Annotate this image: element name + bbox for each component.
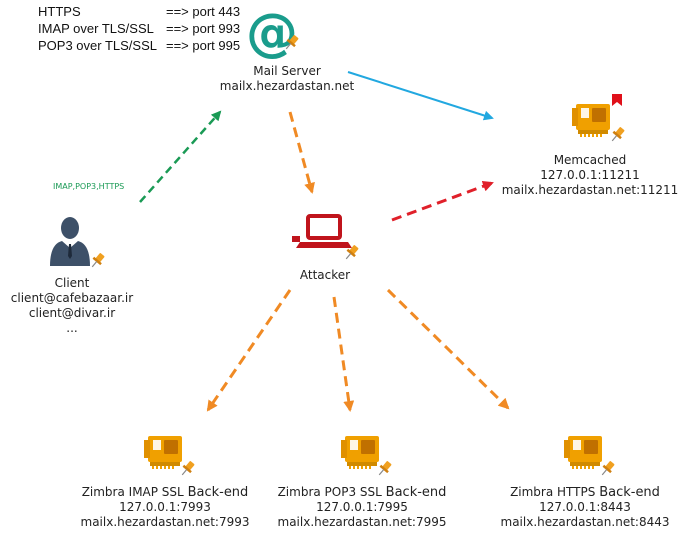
mail-server-title: Mail Server [253, 64, 321, 78]
pop3-backend-label: Zimbra POP3 SSL Back-end 127.0.0.1:7995 … [278, 485, 447, 530]
legend-row-imap: IMAP over TLS/SSL ==> port 993 [38, 21, 240, 36]
pin-icon [285, 35, 299, 50]
client-email-2: client@divar.ir [28, 306, 116, 320]
pop3-backend-addr: 127.0.0.1:7995 [316, 500, 408, 514]
network-card-icon [564, 436, 615, 476]
pop3-backend-role: Back-end [385, 485, 447, 500]
network-card-icon [572, 94, 625, 142]
edge-label-client-protocols: IMAP,POP3,HTTPS [53, 182, 125, 191]
pop3-backend-title: Zimbra POP3 SSL [277, 485, 382, 499]
edge-attacker-to-imap [206, 289, 292, 412]
edge-attacker-to-pop3 [332, 296, 355, 412]
network-card-icon [144, 436, 195, 476]
imap-backend-role: Back-end [187, 485, 249, 500]
pin-icon [611, 127, 625, 142]
mail-server-label: Mail Server mailx.hezardastan.net [220, 64, 354, 94]
user-icon [50, 217, 105, 268]
memcached-label: Memcached 127.0.0.1:11211 mailx.hezardas… [502, 153, 679, 198]
imap-backend-title: Zimbra IMAP SSL [81, 485, 184, 499]
imap-backend-host: mailx.hezardastan.net:7993 [80, 515, 250, 529]
attacker-label: Attacker [300, 268, 350, 283]
mail-server-host: mailx.hezardastan.net [219, 79, 355, 93]
edge-client-to-server [139, 110, 222, 203]
client-title: Client [54, 276, 90, 290]
legend-protocol: IMAP over TLS/SSL [38, 21, 154, 36]
pin-icon [601, 461, 615, 476]
legend-port: ==> port 993 [166, 21, 241, 36]
edge-attacker-to-https [386, 288, 510, 410]
pin-icon [378, 461, 392, 476]
pin-icon [91, 253, 105, 268]
client-label: Client client@cafebazaar.ir client@divar… [11, 276, 133, 336]
client-more: ... [66, 321, 78, 335]
network-card-icon [341, 436, 392, 476]
pop3-backend-host: mailx.hezardastan.net:7995 [277, 515, 447, 529]
edge-server-to-attacker [288, 111, 315, 194]
edge-attacker-to-memcached [391, 180, 494, 222]
client-email-1: client@cafebazaar.ir [10, 291, 134, 305]
pin-icon [345, 245, 359, 260]
legend-protocol: POP3 over TLS/SSL [38, 38, 157, 53]
flag-icon [612, 94, 622, 106]
legend-row-https: HTTPS ==> port 443 [38, 4, 240, 19]
memcached-host: mailx.hezardastan.net:11211 [501, 183, 679, 197]
imap-backend-addr: 127.0.0.1:7993 [119, 500, 211, 514]
https-backend-addr: 127.0.0.1:8443 [539, 500, 631, 514]
at-sign-icon: @ [246, 3, 299, 63]
https-backend-title: Zimbra HTTPS [510, 485, 596, 499]
https-backend-host: mailx.hezardastan.net:8443 [500, 515, 670, 529]
memcached-title: Memcached [553, 153, 627, 167]
svg-text:@: @ [246, 3, 298, 63]
https-backend-label: Zimbra HTTPS Back-end 127.0.0.1:8443 mai… [501, 485, 670, 530]
https-backend-role: Back-end [599, 485, 660, 500]
edge-server-to-memcached [347, 71, 494, 121]
legend-row-pop3: POP3 over TLS/SSL ==> port 995 [38, 38, 240, 53]
laptop-icon [292, 214, 359, 260]
attacker-title: Attacker [299, 268, 351, 282]
pin-icon [181, 461, 195, 476]
legend-protocol: HTTPS [38, 4, 81, 19]
legend-port: ==> port 443 [166, 4, 241, 19]
memcached-addr: 127.0.0.1:11211 [540, 168, 640, 182]
legend-port: ==> port 995 [166, 38, 241, 53]
imap-backend-label: Zimbra IMAP SSL Back-end 127.0.0.1:7993 … [81, 485, 250, 530]
